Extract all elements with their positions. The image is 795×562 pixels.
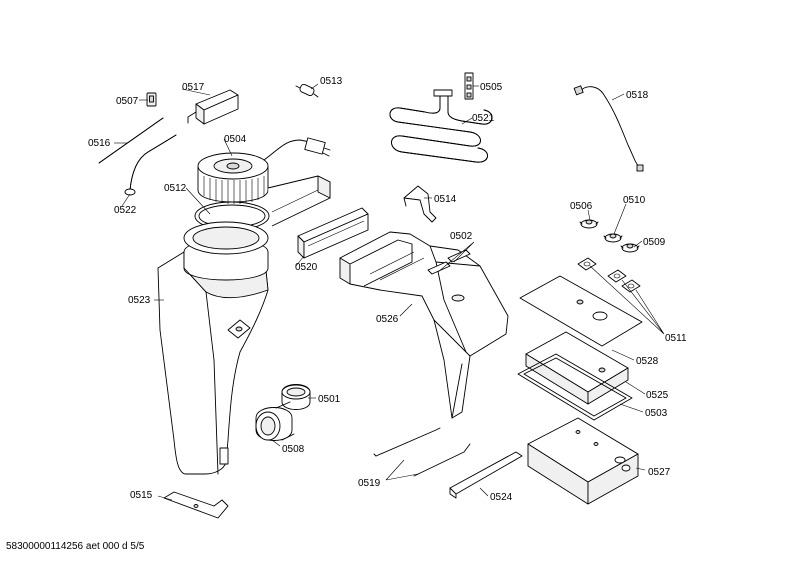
- part-0518-sensor-wire: [573, 85, 644, 172]
- part-0519-springs: [373, 427, 471, 477]
- part-0503-gasket-frame: [517, 353, 633, 421]
- label-0526: 0526: [376, 314, 399, 325]
- leader-lines: [114, 83, 665, 501]
- label-0511: 0511: [665, 333, 687, 344]
- document-id-footer: 58300000114256 aet 000 d 5/5: [6, 541, 145, 552]
- part-0526-air-duct: [339, 231, 509, 419]
- part-0513-fuse: [295, 83, 319, 98]
- label-0525: 0525: [646, 390, 669, 401]
- part-0509-thermostat: [620, 243, 640, 253]
- part-0516-hose: [98, 117, 164, 164]
- part-0508-connector: [255, 401, 295, 441]
- label-0508: 0508: [282, 444, 305, 455]
- label-0528: 0528: [636, 356, 659, 367]
- label-0509: 0509: [643, 237, 666, 248]
- label-0506: 0506: [570, 201, 593, 212]
- label-0520: 0520: [295, 262, 318, 273]
- label-0504: 0504: [224, 134, 247, 145]
- label-0503: 0503: [645, 408, 668, 419]
- label-0517: 0517: [182, 82, 205, 93]
- label-0524: 0524: [490, 492, 513, 503]
- part-0527-base-bracket: [527, 417, 639, 505]
- part-0505-thermostat: [464, 72, 474, 100]
- label-0502: 0502: [450, 231, 473, 242]
- part-0521-heating-element: [389, 89, 493, 163]
- label-0513: 0513: [320, 76, 343, 87]
- label-0518: 0518: [626, 90, 649, 101]
- label-0516: 0516: [88, 138, 111, 149]
- label-0507: 0507: [116, 96, 139, 107]
- label-0527: 0527: [648, 467, 671, 478]
- part-0511-gaskets: [577, 257, 641, 293]
- part-0517-relay: [187, 89, 239, 125]
- part-duct-extension: [267, 175, 331, 227]
- label-0501: 0501: [318, 394, 341, 405]
- part-0515-bracket: [163, 491, 229, 519]
- label-0512: 0512: [164, 183, 187, 194]
- part-0528-plate: [519, 275, 643, 347]
- label-0521: 0521: [472, 113, 495, 124]
- part-0524-rail: [449, 451, 523, 499]
- label-0523: 0523: [128, 295, 151, 306]
- label-0510: 0510: [623, 195, 646, 206]
- part-labels: 0507 0517 0513 0505 0518 0521 0516 0504 …: [88, 76, 687, 503]
- part-0520-flap: [297, 207, 369, 259]
- part-0514-bracket: [403, 185, 437, 223]
- part-0507-clip: [146, 92, 157, 107]
- label-0519: 0519: [358, 478, 381, 489]
- part-0522-hose-bend: [124, 134, 177, 196]
- part-0510-thermostat: [603, 233, 623, 243]
- part-0501-sleeve: [281, 384, 311, 410]
- part-0506-thermostat: [579, 219, 599, 229]
- part-0504-fan-motor: [197, 137, 331, 204]
- label-0515: 0515: [130, 490, 153, 501]
- part-0523-main-duct: [157, 221, 269, 475]
- label-0514: 0514: [434, 194, 457, 205]
- part-0525-tray: [525, 331, 629, 405]
- label-0505: 0505: [480, 82, 503, 93]
- label-0522: 0522: [114, 205, 137, 216]
